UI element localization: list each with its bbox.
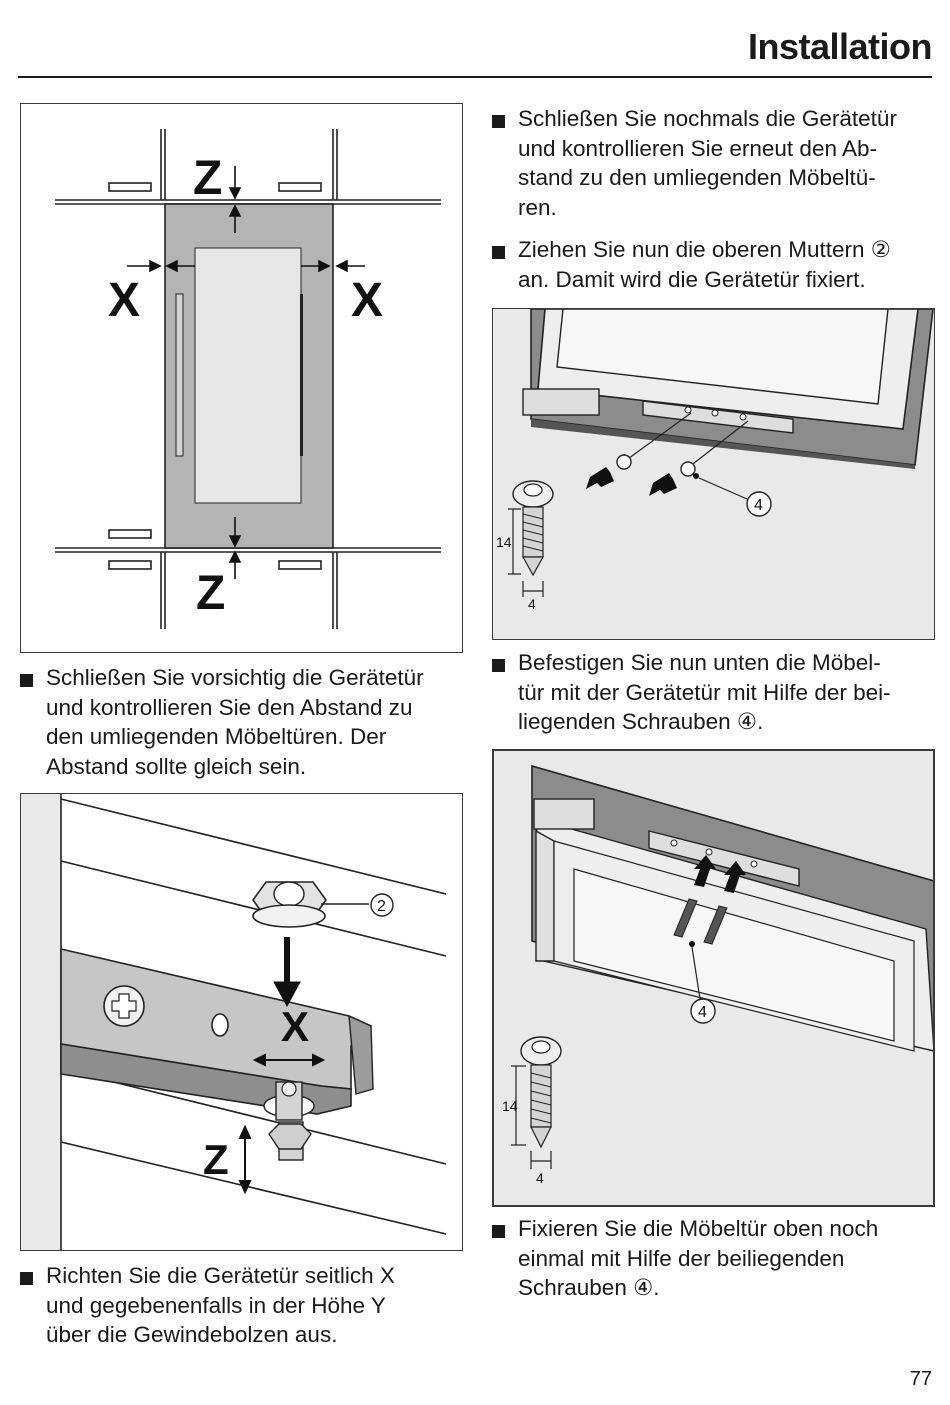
figure-lower-fixing: 4 14 4 xyxy=(492,749,935,1207)
lower-fixing-svg: 4 14 4 xyxy=(502,764,933,1186)
figure-upper-fixing: 4 14 4 xyxy=(492,308,935,640)
threaded-bolt-icon xyxy=(263,1081,315,1161)
figure-bolt-detail: 2 X Z xyxy=(20,793,463,1251)
hinge-bracket xyxy=(522,388,794,434)
bullet-icon xyxy=(492,659,505,672)
figure-gap-diagram: Z Z X X xyxy=(20,103,463,653)
dim-length-upper: 14 xyxy=(496,534,512,550)
hex-nut-icon xyxy=(252,881,327,928)
label-x: X xyxy=(281,1003,309,1050)
label-z-top: Z xyxy=(193,152,222,205)
step-6-text: Fixieren Sie die Möbeltür oben noch einm… xyxy=(518,1216,879,1300)
callout-4-lower: 4 xyxy=(698,1004,707,1021)
label-z: Z xyxy=(203,1136,229,1183)
bullet-icon xyxy=(492,246,505,259)
page-header-title: Installation xyxy=(747,26,933,67)
step-1-text: Schließen Sie vorsichtig die Gerätetür u… xyxy=(46,665,424,779)
callout-2: 2 xyxy=(377,898,386,915)
gap-diagram-svg: Z Z X X xyxy=(55,129,441,629)
step-3-text: Schließen Sie nochmals die Gerätetür und… xyxy=(518,106,897,220)
step-4-text: Ziehen Sie nun die oberen Muttern ② an. … xyxy=(518,237,891,292)
label-x-left: X xyxy=(108,274,140,327)
bullet-icon xyxy=(492,1225,505,1238)
bullet-icon xyxy=(20,674,33,687)
step-5-text: Befestigen Sie nun unten die Möbel- tür … xyxy=(518,650,891,734)
bolt-detail-svg: 2 X Z xyxy=(60,794,462,1250)
dim-width-upper: 4 xyxy=(528,596,536,612)
upper-fixing-svg: 4 14 4 xyxy=(496,309,934,612)
screw-icon xyxy=(520,1036,562,1149)
bullet-icon xyxy=(492,115,505,128)
header-rule xyxy=(18,76,932,78)
nut-icon xyxy=(616,454,696,477)
label-x-right: X xyxy=(351,274,383,327)
callout-4-upper: 4 xyxy=(754,497,763,514)
hinge-bracket xyxy=(533,798,800,887)
step-2-text: Richten Sie die Gerätetür seitlich X und… xyxy=(46,1263,395,1347)
label-z-bottom: Z xyxy=(196,567,225,620)
dim-length-lower: 14 xyxy=(502,1098,518,1114)
dim-width-lower: 4 xyxy=(536,1170,544,1186)
page-number: 77 xyxy=(909,1368,932,1390)
bullet-icon xyxy=(20,1272,33,1285)
screw-icon xyxy=(512,480,554,577)
screw-icon xyxy=(673,898,728,945)
screw-head-icon xyxy=(103,985,145,1027)
